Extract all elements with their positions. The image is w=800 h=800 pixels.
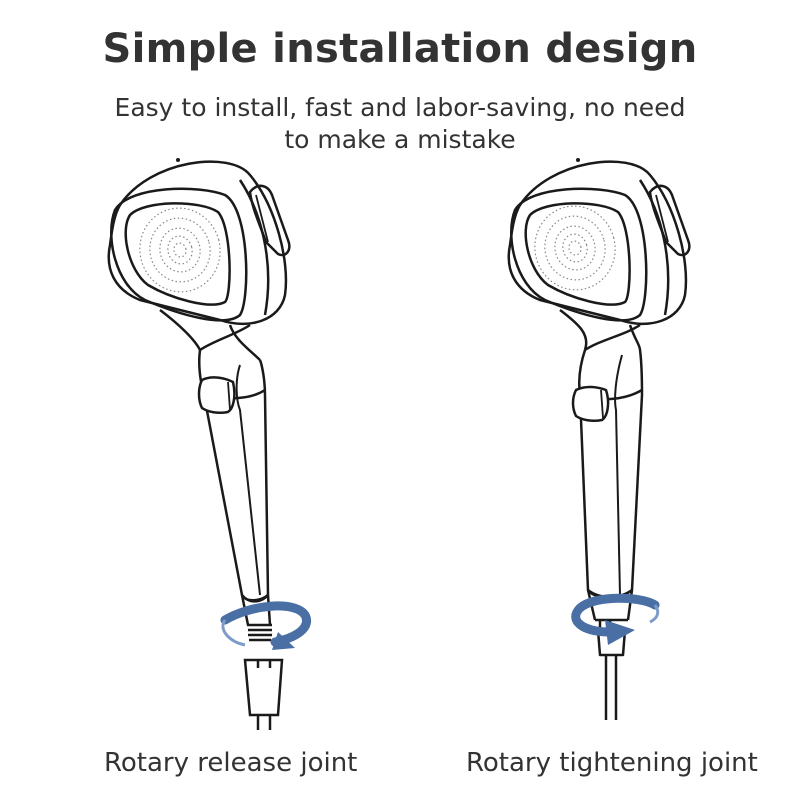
hose-connector [243, 658, 284, 730]
subtitle-line-1: Easy to install, fast and labor-saving, … [114, 93, 686, 122]
subtitle: Easy to install, fast and labor-saving, … [60, 92, 740, 156]
shower-head-tightening-illustration [507, 158, 691, 720]
spray-pattern [534, 205, 616, 291]
shower-head-icon [107, 158, 291, 642]
rotate-arrow-icon [571, 593, 660, 645]
spray-pattern [139, 207, 221, 293]
rotate-arrow-icon [220, 601, 312, 650]
shower-head-icon [507, 158, 691, 720]
shower-head-release-illustration [107, 158, 312, 730]
caption-tightening-joint: Rotary tightening joint [466, 748, 758, 778]
page-title: Simple installation design [102, 26, 698, 72]
caption-release-joint: Rotary release joint [104, 748, 358, 778]
subtitle-line-2: to make a mistake [284, 125, 516, 154]
